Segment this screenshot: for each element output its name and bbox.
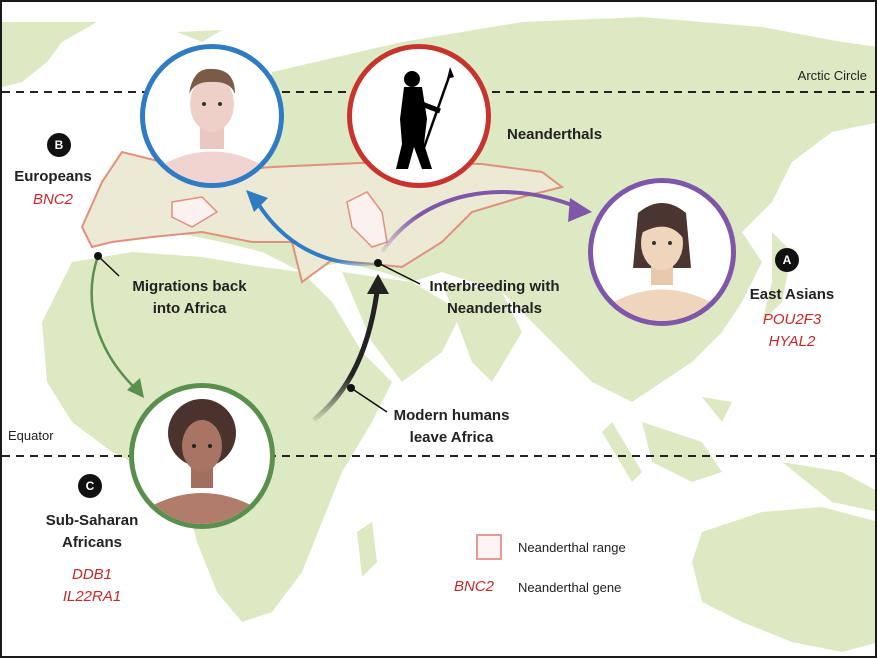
arctic-circle-label: Arctic Circle <box>797 68 867 83</box>
european-face-icon <box>155 68 269 183</box>
europeans-label: Europeans <box>14 168 92 185</box>
sub-saharan-portrait <box>129 383 275 529</box>
sub-saharan-face-icon <box>144 399 260 524</box>
legend-range-swatch <box>476 534 502 560</box>
badge-a: A <box>775 248 799 272</box>
neanderthal-silhouette-icon <box>396 67 454 169</box>
neanderthal-portrait <box>347 44 491 188</box>
east-asians-gene-1: POU2F3 <box>762 311 822 328</box>
interbreeding-label-line1: Interbreeding with <box>429 278 560 295</box>
badge-c: C <box>78 474 102 498</box>
sub-saharan-label-line1: Sub-Saharan <box>45 512 139 529</box>
sub-saharan-gene-2: IL22RA1 <box>62 588 122 605</box>
legend-range-label: Neanderthal range <box>518 540 626 555</box>
migrations-label-line2: into Africa <box>152 300 227 317</box>
east-asians-gene-2: HYAL2 <box>768 333 816 350</box>
equator-label: Equator <box>8 428 54 443</box>
europeans-gene: BNC2 <box>32 191 73 208</box>
interbreeding-label-line2: Neanderthals <box>446 300 543 317</box>
leave-africa-label-line2: leave Africa <box>409 429 494 446</box>
leave-africa-label-line1: Modern humans <box>393 407 510 424</box>
east-asian-face-icon <box>603 203 721 321</box>
neanderthals-label: Neanderthals <box>507 126 603 143</box>
sub-saharan-gene-1: DDB1 <box>71 566 112 583</box>
legend-gene-example: BNC2 <box>454 578 495 595</box>
east-asian-portrait <box>588 178 736 326</box>
european-portrait <box>140 44 284 188</box>
east-asians-label: East Asians <box>749 286 835 303</box>
sub-saharan-label-line2: Africans <box>61 534 123 551</box>
migrations-label-line1: Migrations back <box>132 278 247 295</box>
legend-gene-label: Neanderthal gene <box>518 580 622 595</box>
badge-b: B <box>47 133 71 157</box>
